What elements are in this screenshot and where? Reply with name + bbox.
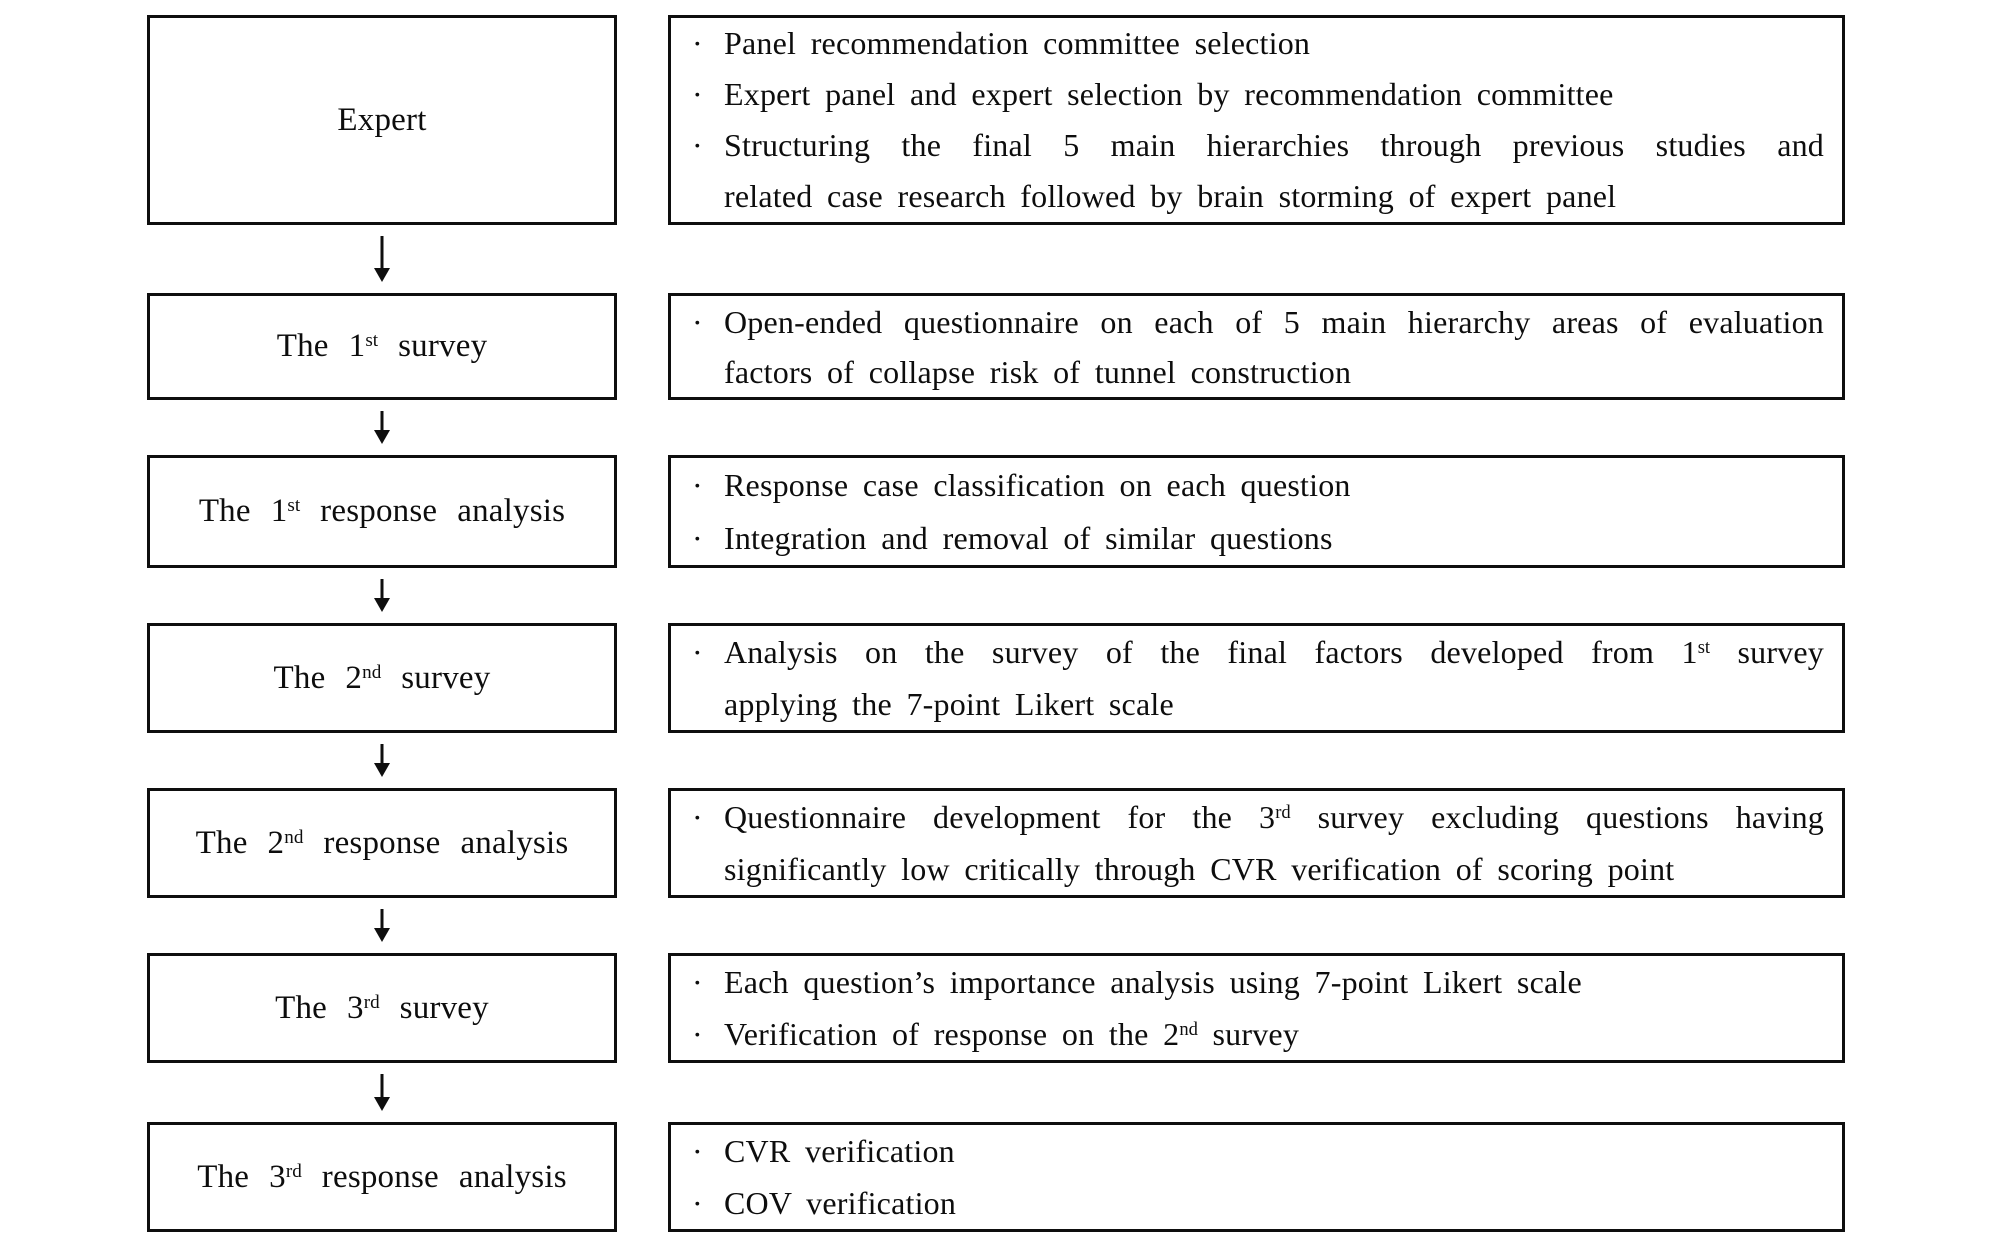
flow-step-label: Expert	[337, 101, 427, 138]
description-line: factors of collapse risk of tunnel const…	[724, 353, 1352, 390]
description-line: ·Questionnaire development for the 3rd s…	[671, 791, 1842, 843]
flow-step-label: The 1st survey	[276, 328, 488, 364]
bullet-icon: ·	[692, 964, 703, 1000]
flow-step-label: The 1st response analysis	[198, 493, 566, 529]
description-line: related case research followed by brain …	[724, 178, 1617, 214]
bullet-icon: ·	[692, 1133, 703, 1169]
description-line: ·Integration and removal of similar ques…	[671, 512, 1842, 565]
flow-step-label: The 2nd survey	[273, 659, 491, 696]
flow-step-box: The 1st survey	[147, 293, 617, 400]
ordinal-superscript: rd	[285, 1160, 302, 1182]
bullet-icon: ·	[692, 519, 703, 556]
description-box: ·Questionnaire development for the 3rd s…	[668, 788, 1845, 898]
down-arrow-icon	[372, 411, 392, 444]
description-box: ·Analysis on the survey of the final fac…	[668, 623, 1845, 733]
bullet-icon: ·	[692, 634, 703, 670]
down-arrow-icon	[372, 909, 392, 942]
bullet-icon: ·	[692, 127, 703, 163]
bullet-icon: ·	[692, 303, 703, 340]
description-line: ·Expert panel and expert selection by re…	[671, 69, 1842, 120]
ordinal-superscript: st	[365, 330, 379, 352]
description-line: ·Panel recommendation committee selectio…	[671, 18, 1842, 69]
flow-step-box: The 1st response analysis	[147, 455, 617, 568]
down-arrow-icon	[372, 1074, 392, 1111]
description-box: ·Panel recommendation committee selectio…	[668, 15, 1845, 225]
description-line: ·COV verification	[671, 1177, 1842, 1229]
ordinal-superscript: st	[287, 495, 301, 517]
ordinal-superscript: nd	[362, 661, 382, 683]
ordinal-superscript: st	[1697, 637, 1711, 659]
description-box: ·Open-ended questionnaire on each of 5 m…	[668, 293, 1845, 400]
description-line: applying the 7-point Likert scale	[724, 686, 1174, 722]
flow-step-box: The 2nd survey	[147, 623, 617, 733]
down-arrow-icon	[372, 744, 392, 777]
ordinal-superscript: rd	[363, 991, 380, 1013]
down-arrow-icon	[372, 579, 392, 612]
description-line: ·Open-ended questionnaire on each of 5 m…	[671, 297, 1842, 347]
flow-step-label: The 3rd survey	[275, 989, 489, 1026]
bullet-icon: ·	[692, 1185, 703, 1221]
description-box: ·CVR verification·COV verification	[668, 1122, 1845, 1232]
flow-step-box: The 3rd response analysis	[147, 1122, 617, 1232]
description-line: ·Verification of response on the 2nd sur…	[671, 1008, 1842, 1060]
ordinal-superscript: rd	[1275, 802, 1291, 824]
description-line: ·Structuring the final 5 main hierarchie…	[671, 120, 1842, 171]
bullet-icon: ·	[692, 1016, 703, 1052]
down-arrow-icon	[372, 236, 392, 282]
bullet-icon: ·	[692, 76, 703, 112]
flow-step-box: The 3rd survey	[147, 953, 617, 1063]
description-line: ·Response case classification on each qu…	[671, 459, 1842, 512]
flow-step-label: The 3rd response analysis	[197, 1158, 567, 1195]
ordinal-superscript: nd	[1179, 1019, 1198, 1041]
description-line: ·CVR verification	[671, 1125, 1842, 1177]
description-box: ·Response case classification on each qu…	[668, 455, 1845, 568]
flow-step-box: The 2nd response analysis	[147, 788, 617, 898]
bullet-icon: ·	[692, 466, 703, 503]
bullet-icon: ·	[692, 25, 703, 61]
description-line: ·Analysis on the survey of the final fac…	[671, 626, 1842, 678]
ordinal-superscript: nd	[284, 826, 304, 848]
flow-step-box: Expert	[147, 15, 617, 225]
description-line: significantly low critically through CVR…	[724, 851, 1675, 887]
flow-step-label: The 2nd response analysis	[195, 824, 569, 861]
description-line: ·Each question’s importance analysis usi…	[671, 956, 1842, 1008]
bullet-icon: ·	[692, 799, 703, 835]
description-box: ·Each question’s importance analysis usi…	[668, 953, 1845, 1063]
